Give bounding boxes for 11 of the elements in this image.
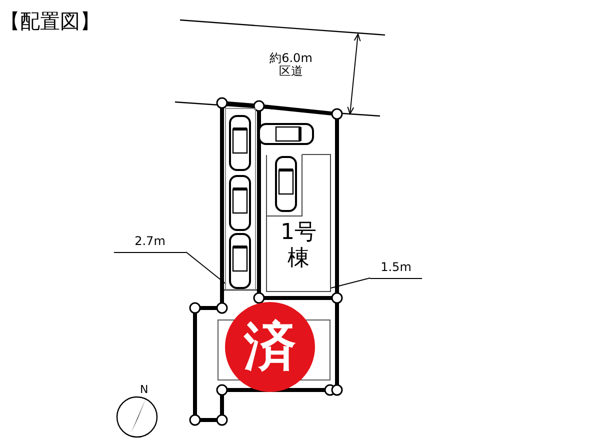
- north-label: N: [140, 383, 148, 396]
- leader-line: [330, 278, 370, 288]
- sold-stamp: 済: [225, 302, 315, 392]
- driveway-strip: [225, 108, 256, 290]
- dimension-label: 2.7m: [114, 232, 186, 253]
- building-number: 1号棟: [280, 220, 318, 272]
- plan-title: 【配置図】: [0, 8, 100, 35]
- dimension-label: 1.5m: [370, 258, 422, 279]
- road-width-label: 約6.0m 区道: [268, 52, 314, 78]
- building-footprint: [266, 154, 331, 292]
- leader-line: [186, 252, 226, 284]
